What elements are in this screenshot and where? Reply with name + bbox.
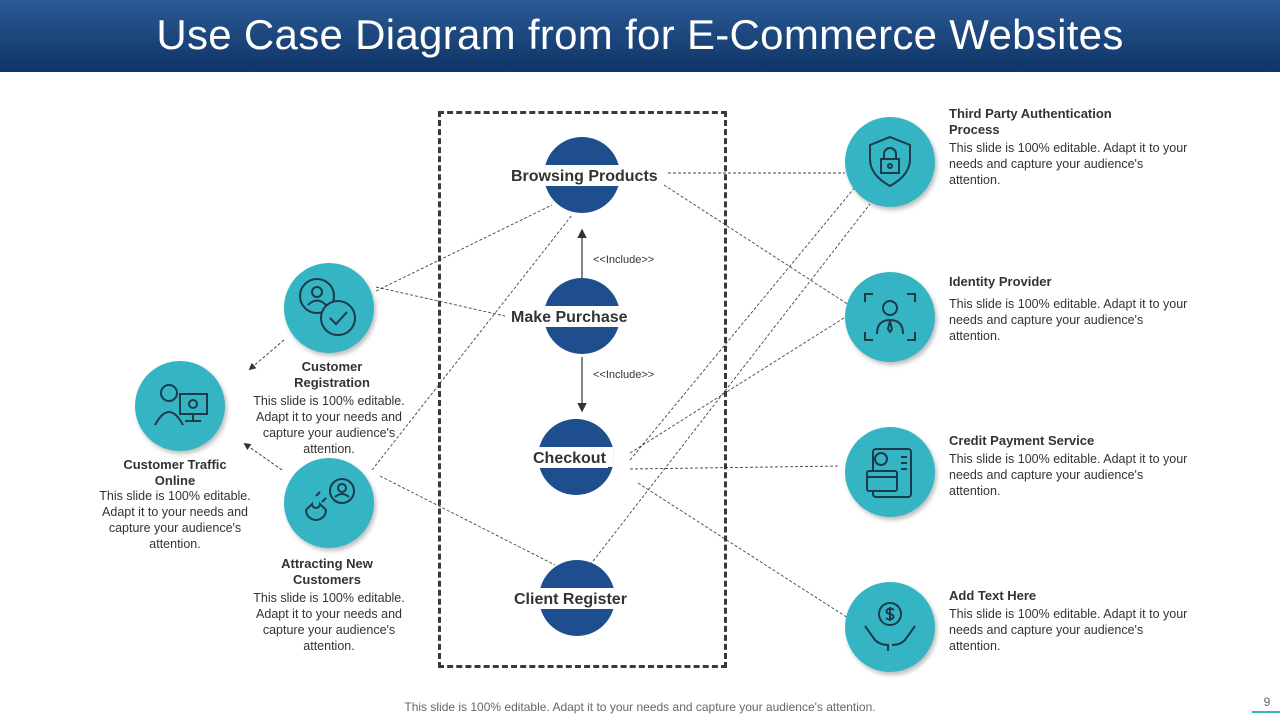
actor-title-identity-provider: Identity Provider — [949, 274, 1052, 289]
actor-text-customer-registration: This slide is 100% editable. Adapt it to… — [253, 394, 405, 456]
actor-text-third-party-authentication: This slide is 100% editable. Adapt it to… — [949, 141, 1188, 187]
online-user-icon — [154, 384, 208, 426]
page-number: 9 — [1263, 695, 1271, 709]
actor-title-credit-payment-service: Credit Payment Service — [949, 433, 1095, 448]
link-checkout-identity — [629, 315, 848, 454]
link-register-auth — [589, 203, 871, 566]
use-case-label-client-register: Client Register — [512, 591, 629, 609]
actor-text-customer-traffic-online: This slide is 100% editable. Adapt it to… — [99, 489, 251, 551]
use-case-label-browsing-products: Browsing Products — [509, 168, 660, 186]
actor-text-attracting-new-customers: This slide is 100% editable. Adapt it to… — [253, 591, 405, 653]
actor-text-identity-provider: This slide is 100% editable. Adapt it to… — [949, 297, 1188, 343]
system-boundary — [438, 111, 727, 668]
include-label-bottom: <<Include>> — [593, 369, 655, 381]
actor-customer-traffic-online[interactable] — [135, 361, 225, 451]
actor-attracting-new-customers[interactable] — [284, 458, 374, 548]
magnet-user-icon — [304, 478, 355, 521]
actor-title-add-text-here: Add Text Here — [949, 588, 1037, 603]
arrow-attracting-traffic — [243, 442, 283, 471]
actor-title-customer-registration: Customer Registration — [294, 359, 370, 390]
actor-text-credit-payment-service: This slide is 100% editable. Adapt it to… — [949, 452, 1188, 498]
actor-title-customer-traffic-online: Customer Traffic Online — [123, 457, 227, 488]
actor-add-text-here[interactable] — [845, 582, 935, 672]
link-browsing-identity — [663, 184, 850, 306]
title-bar: Use Case Diagram from for E-Commerce Web… — [0, 0, 1280, 72]
actor-third-party-authentication[interactable] — [845, 117, 935, 207]
actor-credit-payment-service[interactable] — [845, 427, 935, 517]
arrow-registration-traffic — [248, 339, 285, 371]
actor-title-attracting-new-customers: Attracting New Customers — [281, 556, 373, 587]
include-label-top: <<Include>> — [593, 254, 655, 266]
link-checkout-auth — [629, 185, 857, 461]
page-title: Use Case Diagram from for E-Commerce Web… — [156, 11, 1124, 58]
shield-lock-icon — [869, 135, 911, 188]
link-registration-browsing — [375, 204, 553, 292]
page-number-underline — [1252, 711, 1280, 713]
actor-identity-provider[interactable] — [845, 272, 935, 362]
identity-scan-icon — [864, 293, 916, 341]
link-attracting-register — [379, 475, 556, 566]
link-attracting-browsing — [371, 214, 573, 471]
user-check-icon — [299, 278, 356, 336]
hands-dollar-icon — [864, 602, 916, 651]
actor-customer-registration[interactable] — [284, 263, 374, 353]
footer-note: This slide is 100% editable. Adapt it to… — [404, 700, 876, 714]
use-case-label-checkout: Checkout — [531, 450, 608, 468]
actor-title-third-party-authentication: Third Party Authentication Process — [949, 106, 1112, 137]
credit-card-icon — [866, 448, 912, 498]
actor-text-add-text-here: This slide is 100% editable. Adapt it to… — [949, 607, 1188, 653]
use-case-label-make-purchase: Make Purchase — [509, 309, 630, 327]
link-checkout-addtext — [637, 482, 849, 619]
